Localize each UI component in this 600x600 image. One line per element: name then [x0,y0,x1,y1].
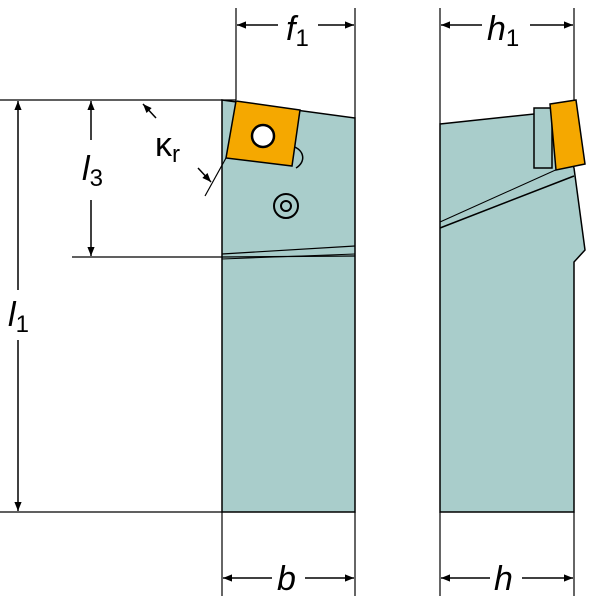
front-shank-step-line [221,245,356,255]
label-kappa-r: κr [155,126,180,168]
label-l1: l1 [8,296,29,338]
insert-hole [250,123,276,149]
side-insert-seat [533,107,553,169]
label-l3: l3 [82,150,103,192]
label-f1: f1 [286,10,309,52]
kappa-arrow-top [142,103,157,119]
side-wedge-line-2 [439,167,561,223]
side-wedge-line [439,175,575,229]
label-h1: h1 [487,10,519,52]
clamp-screw-inner [280,200,292,212]
kappa-arrow-bottom [197,167,212,183]
side-insert [549,99,586,171]
front-view [221,99,356,513]
clamp-screw-outer [273,193,299,219]
side-view [439,99,586,513]
side-shank-body [439,111,586,513]
label-h: h [494,560,513,598]
extension-lines [0,8,575,596]
label-b: b [277,560,296,598]
dimension-arrows [14,21,573,582]
